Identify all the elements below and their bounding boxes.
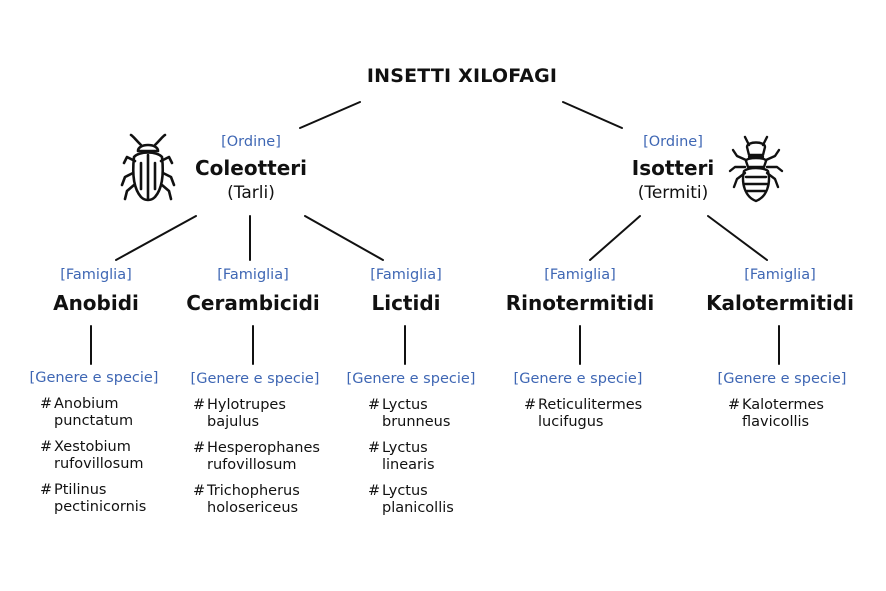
species-genus: Xestobium (54, 439, 131, 455)
bullet-hash: # (368, 397, 381, 413)
family-name-anobidi: Anobidi (53, 291, 139, 315)
species-epithet: brunneus (382, 414, 451, 430)
species-genus: Lyctus (382, 397, 428, 413)
connector-root-coleotteri (299, 101, 361, 129)
connector-coleotteri-lictidi (304, 215, 384, 261)
bullet-hash: # (728, 397, 741, 413)
order-tag-isotteri: [Ordine] (643, 134, 703, 150)
species-tag-rinotermitidi: [Genere e specie] (513, 371, 643, 387)
species-tag-kalotermitidi: [Genere e specie] (717, 371, 847, 387)
species-genus: Hesperophanes (207, 440, 320, 456)
order-name-isotteri: Isotteri (631, 156, 715, 180)
species-genus: Lyctus (382, 440, 428, 456)
species-genus: Hylotrupes (207, 397, 286, 413)
species-epithet: planicollis (382, 500, 454, 516)
order-common-isotteri: (Termiti) (637, 183, 709, 203)
connector-isotteri-kalotermitidi (707, 215, 768, 261)
species-genus: Trichopherus (207, 483, 300, 499)
species-genus: Lyctus (382, 483, 428, 499)
family-tag-anobidi: [Famiglia] (60, 267, 132, 283)
bullet-hash: # (368, 483, 381, 499)
connector-isotteri-rinotermitidi (589, 215, 641, 261)
bullet-hash: # (40, 439, 53, 455)
bullet-hash: # (524, 397, 537, 413)
family-tag-lictidi: [Famiglia] (370, 267, 442, 283)
family-tag-kalotermitidi: [Famiglia] (744, 267, 816, 283)
species-epithet: rufovillosum (207, 457, 297, 473)
species-epithet: pectinicornis (54, 499, 147, 515)
species-epithet: lucifugus (538, 414, 604, 430)
termite-icon (728, 135, 784, 203)
bullet-hash: # (40, 396, 53, 412)
species-genus: Kalotermes (742, 397, 824, 413)
family-name-rinotermitidi: Rinotermitidi (505, 291, 655, 315)
bullet-hash: # (368, 440, 381, 456)
bullet-hash: # (193, 483, 206, 499)
family-name-kalotermitidi: Kalotermitidi (706, 291, 854, 315)
species-tag-anobidi: [Genere e specie] (29, 370, 159, 386)
order-tag-coleotteri: [Ordine] (221, 134, 281, 150)
species-epithet: rufovillosum (54, 456, 144, 472)
species-tag-lictidi: [Genere e specie] (346, 371, 476, 387)
species-epithet: holosericeus (207, 500, 299, 516)
bullet-hash: # (193, 397, 206, 413)
family-name-cerambicidi: Cerambicidi (186, 291, 320, 315)
species-genus: Reticulitermes (538, 397, 643, 413)
species-epithet: punctatum (54, 413, 134, 429)
connector-root-isotteri (562, 101, 623, 129)
order-name-coleotteri: Coleotteri (195, 156, 307, 180)
species-epithet: linearis (382, 457, 435, 473)
species-epithet: bajulus (207, 414, 260, 430)
diagram-title: INSETTI XILOFAGI (366, 65, 558, 87)
species-genus: Anobium (54, 396, 119, 412)
order-common-coleotteri: (Tarli) (227, 183, 275, 203)
bullet-hash: # (40, 482, 53, 498)
beetle-icon (120, 133, 176, 202)
connector-coleotteri-anobidi (115, 215, 197, 261)
family-tag-rinotermitidi: [Famiglia] (544, 267, 616, 283)
species-epithet: flavicollis (742, 414, 810, 430)
family-name-lictidi: Lictidi (371, 291, 441, 315)
species-genus: Ptilinus (54, 482, 107, 498)
family-tag-cerambicidi: [Famiglia] (217, 267, 289, 283)
bullet-hash: # (193, 440, 206, 456)
species-tag-cerambicidi: [Genere e specie] (190, 371, 320, 387)
